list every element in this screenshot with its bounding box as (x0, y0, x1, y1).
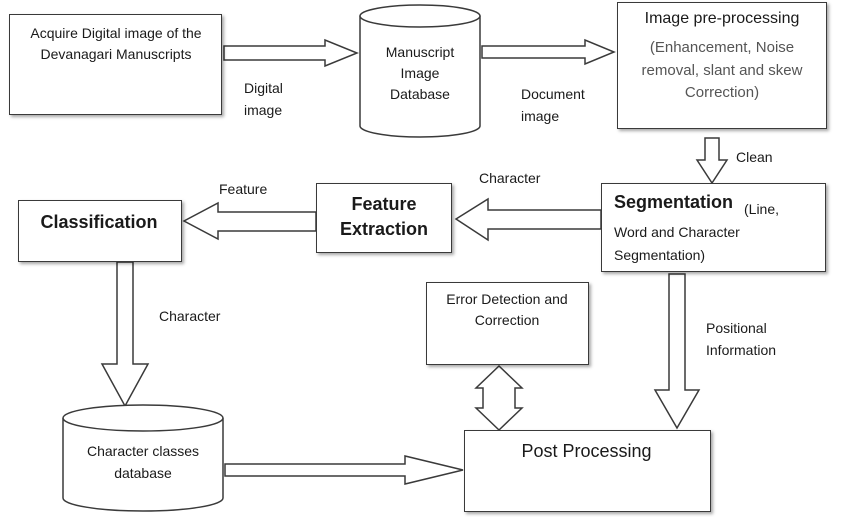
post-processing-label: Post Processing (521, 441, 652, 461)
arrow-preprocess-to-segmentation (695, 137, 729, 185)
arrow-acquire-to-db (223, 38, 359, 68)
manuscript-db-label: Manuscript Image Database (385, 44, 455, 102)
acquire-image-box: Acquire Digital image of the Devanagari … (9, 14, 222, 115)
edge-label-character-left: Character (159, 308, 221, 324)
feature-extraction-label: Feature Extraction (339, 194, 429, 240)
character-db-label: Character classes database (86, 443, 200, 482)
arrow-feature-to-classification (182, 201, 317, 241)
edge-label-clean: Clean (736, 149, 773, 165)
segmentation-box: Segmentation (Line, Word and Character S… (601, 183, 826, 272)
arrow-chardb-to-post (224, 455, 464, 485)
arrow-db-to-preprocess (481, 38, 616, 66)
post-processing-box: Post Processing (464, 430, 711, 512)
manuscript-db-top (359, 4, 481, 28)
edge-label-document-image: Document image (521, 86, 585, 124)
edge-label-positional: Positional Information (706, 320, 777, 358)
segmentation-detail: (Line, Word and Character Segmentation) (614, 201, 780, 264)
segmentation-title: Segmentation (614, 192, 734, 212)
arrow-segmentation-to-feature (454, 197, 602, 242)
preprocessing-title: Image pre-processing (644, 10, 800, 27)
chardb-cylinder (62, 418, 224, 512)
edge-label-feature: Feature (219, 181, 268, 197)
error-detection-label: Error Detection and Correction (446, 291, 568, 328)
classification-box: Classification (18, 200, 182, 262)
arrow-segmentation-to-post (653, 273, 701, 430)
feature-extraction-box: Feature Extraction (316, 183, 452, 253)
acquire-image-label: Acquire Digital image of the Devanagari … (30, 25, 202, 62)
preprocessing-detail: (Enhancement, Noise removal, slant and s… (641, 39, 803, 101)
edge-label-digital-image: Digital image (244, 80, 283, 118)
chardb-top (62, 404, 224, 432)
classification-label: Classification (40, 212, 158, 232)
error-detection-box: Error Detection and Correction (426, 282, 589, 365)
preprocessing-box: Image pre-processing (Enhancement, Noise… (617, 2, 827, 129)
arrow-error-post-bidirectional (474, 364, 524, 432)
arrow-classification-to-chardb (100, 261, 150, 408)
edge-label-character-top: Character (479, 170, 541, 186)
manuscript-db-cylinder (359, 16, 481, 138)
